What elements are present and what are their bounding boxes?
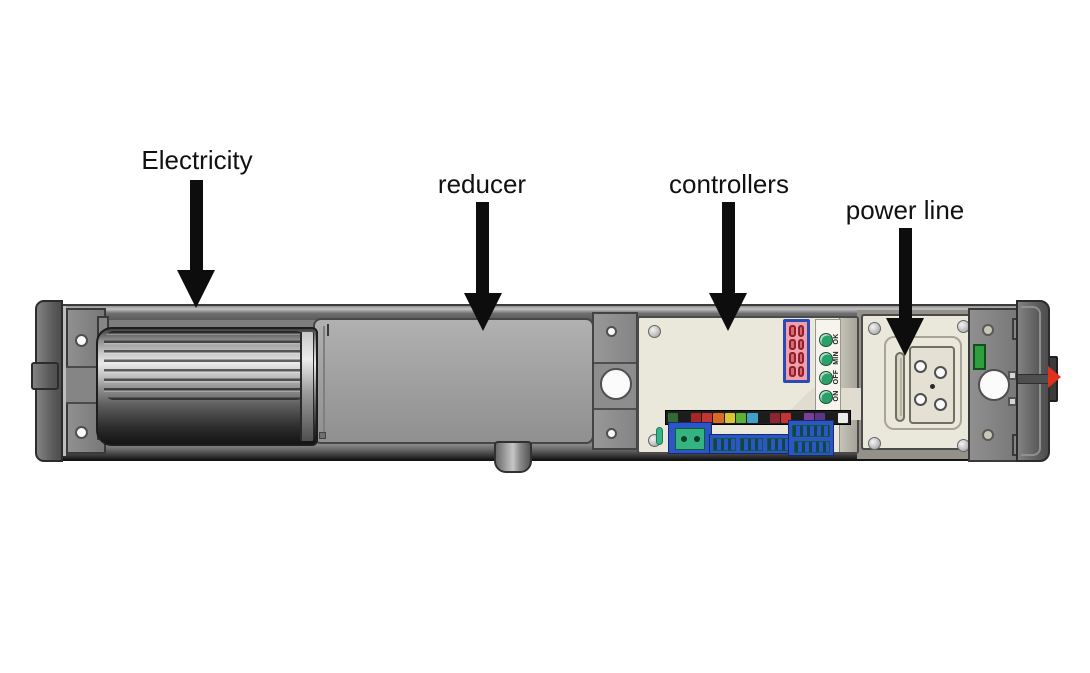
left-screw-hole-bottom: [75, 426, 88, 439]
pcb-left: [668, 422, 712, 454]
dip-switch-strip: [665, 410, 851, 425]
left-screw-hole-top: [75, 334, 88, 347]
button-strip: OK MIN OFF ON: [815, 319, 841, 417]
seven-segment-display: [783, 319, 810, 383]
terminal-block: [794, 441, 830, 453]
min-button: [819, 352, 833, 366]
right-hole-bottom: [982, 429, 994, 441]
left-cap-gap: [63, 306, 66, 456]
right-cap-groove: [1018, 374, 1048, 384]
right-end-cap: [1016, 300, 1050, 462]
divider-hole-top: [606, 326, 617, 337]
label-power-line: power line: [845, 195, 965, 225]
status-led-pill: [656, 427, 663, 445]
ok-button-label: OK: [832, 333, 840, 345]
display-segment: [789, 338, 796, 350]
board-gray-band: [839, 318, 857, 452]
reducer-gearbox: [313, 318, 594, 444]
bracket-hole: [914, 360, 927, 373]
power-screw-tl: [868, 322, 881, 335]
controller-board: OK MIN OFF ON: [637, 316, 862, 456]
motor-electricity: [96, 327, 318, 446]
bracket-center-pin: [930, 384, 935, 389]
right-hole-top: [982, 324, 994, 336]
terminal-block: [713, 438, 736, 451]
left-cap-tab: [31, 362, 59, 390]
arrow-electricity-shaft: [190, 180, 203, 271]
display-segment: [789, 352, 796, 364]
right-mounting-plate: [968, 308, 1022, 462]
two-pin-connector: [675, 428, 705, 450]
on-button: [819, 390, 833, 404]
display-segment: [797, 325, 804, 337]
right-big-hole: [978, 369, 1010, 401]
bracket-hole: [914, 393, 927, 406]
terminal-block: [767, 438, 790, 451]
display-segment: [789, 325, 796, 337]
display-segment: [797, 352, 804, 364]
output-shaft-cylinder: [494, 441, 532, 473]
display-segment: [797, 365, 804, 377]
board-screw-top: [648, 325, 661, 338]
arrow-reducer-shaft: [476, 202, 489, 294]
bracket-hole: [934, 366, 947, 379]
on-button-label: ON: [832, 390, 840, 402]
divider-plate: [592, 312, 638, 450]
motor-cooling-fins: [104, 331, 306, 400]
display-segment: [789, 365, 796, 377]
slot-groove: [900, 358, 902, 416]
divider-hole-bottom: [606, 428, 617, 439]
motor-end-collar: [300, 332, 314, 441]
divider-big-hole: [600, 368, 632, 400]
pcb-right: [788, 420, 834, 456]
display-segment: [797, 338, 804, 350]
connector-pin: [694, 436, 700, 442]
ok-button: [819, 333, 833, 347]
min-button-label: MIN: [832, 351, 840, 365]
power-line-panel: [861, 314, 973, 452]
power-switch-red: [1048, 366, 1061, 388]
power-screw-bl: [868, 437, 881, 450]
power-terminal-slot: [895, 352, 905, 422]
label-controllers: controllers: [669, 169, 789, 199]
terminal-block: [792, 425, 830, 437]
pcb-middle: [709, 434, 793, 454]
arrow-controllers-shaft: [722, 202, 735, 294]
connector-pin: [681, 436, 687, 442]
terminal-block: [740, 438, 763, 451]
power-connector-green: [973, 344, 986, 370]
label-electricity: Electricity: [141, 145, 253, 175]
gearbox-edge-line: [323, 326, 325, 436]
arrow-electricity-head: [177, 270, 215, 308]
bracket-hole: [934, 398, 947, 411]
gearbox-tick: [327, 324, 329, 336]
off-button: [819, 371, 833, 385]
label-reducer: reducer: [437, 169, 527, 199]
power-terminal-bracket: [909, 346, 955, 424]
gearbox-notch: [319, 432, 326, 439]
off-button-label: OFF: [832, 369, 840, 385]
